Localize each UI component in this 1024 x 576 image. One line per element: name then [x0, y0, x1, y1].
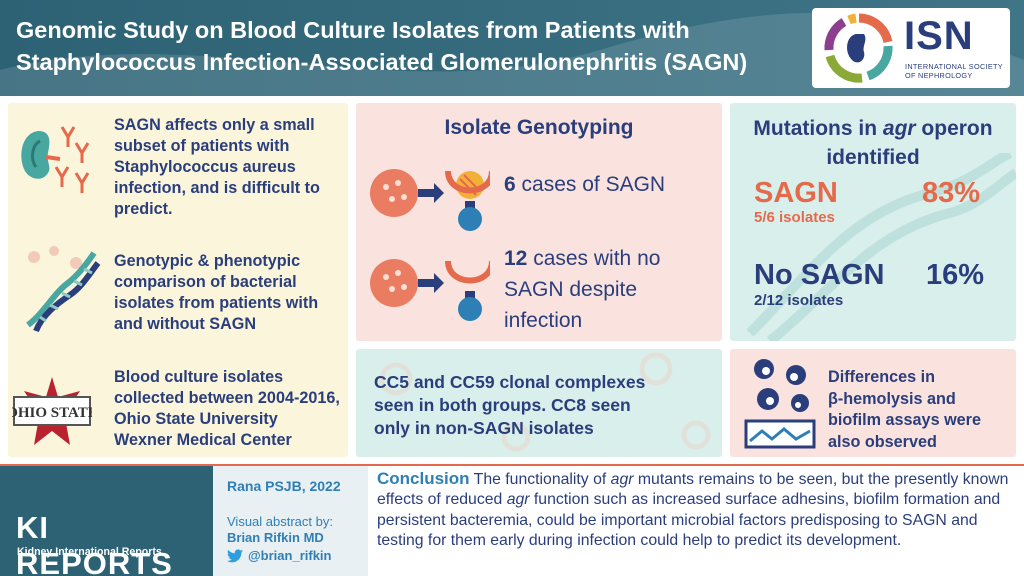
nosagn-label: No SAGN	[754, 259, 885, 291]
mutations-panel: Mutations in agr operon identified SAGN …	[730, 103, 1016, 341]
nosagn-percent: 16%	[926, 259, 985, 291]
left-text-2: Genotypic & phenotypic comparison of bac…	[114, 251, 318, 335]
sagn-isolates: 5/6 isolates	[754, 209, 835, 226]
case-sagn-rest: cases of SAGN	[515, 173, 666, 196]
footer-divider	[0, 464, 1024, 466]
ki-reports-brand: KI REPORTS Kidney International Reports	[0, 466, 213, 576]
case-nosagn-line-1-rest: cases with no	[527, 247, 661, 270]
left-text-3-line: Wexner Medical Center	[114, 431, 292, 449]
mutations-title-post: operon	[915, 117, 993, 140]
left-text-3-line: collected between 2004-2016,	[114, 389, 340, 407]
clonal-line: CC5 and CC59 clonal complexes	[374, 372, 646, 392]
isn-sub-line-2: OF NEPHROLOGY	[905, 71, 973, 80]
diff-line: also observed	[828, 432, 937, 451]
credits-box: Rana PSJB, 2022 Visual abstract by: Bria…	[213, 466, 368, 576]
conclusion-label: Conclusion	[377, 469, 470, 488]
left-text-3-line: Blood culture isolates	[114, 368, 284, 386]
dna-helix-icon	[26, 246, 101, 333]
ki-reports-title: KI REPORTS	[16, 510, 173, 576]
isn-sub-line-1: INTERNATIONAL SOCIETY	[905, 62, 1003, 71]
background-panel: SAGN affects only a small subset of pati…	[8, 103, 348, 457]
genotyping-title: Isolate Genotyping	[444, 116, 634, 139]
svg-text:OHIO STATE: OHIO STATE	[12, 405, 92, 421]
mutations-title-pre: Mutations in	[753, 117, 883, 140]
differences-panel: Differences in β-hemolysis and biofilm a…	[730, 349, 1016, 457]
conclusion-part: mutants remains to be seen, but the pres…	[377, 471, 1009, 509]
conclusion-part: The functionality of	[469, 471, 611, 488]
author-name: Brian Rifkin MD	[227, 530, 324, 545]
page-title: Genomic Study on Blood Culture Isolates …	[16, 14, 806, 78]
mutations-title-line-1: Mutations in agr operon	[730, 114, 1016, 143]
case-nosagn-count: 12	[504, 247, 528, 270]
genotyping-panel: Isolate Genotyping 6 cases of SAGN 12 ca…	[356, 103, 722, 341]
mutations-title-em: agr	[882, 117, 916, 140]
visual-abstract-by: Visual abstract by:	[227, 514, 333, 529]
left-text-3: Blood culture isolates collected between…	[114, 367, 340, 451]
diff-line: Differences in	[828, 368, 936, 386]
bacteria-receptor-icon-2	[370, 259, 490, 321]
case-nosagn-line-2: SAGN despite	[504, 278, 638, 301]
header-wave-decoration	[0, 13, 1024, 96]
diff-line: β-hemolysis and	[828, 389, 956, 408]
conclusion-part-em: agr	[506, 491, 530, 509]
left-text-1-line: subset of patients with	[114, 137, 290, 155]
reference: Rana PSJB, 2022	[227, 478, 341, 494]
case-sagn-count: 6	[504, 173, 516, 196]
case-nosagn-text: 12 cases with no SAGN despite infection	[504, 243, 660, 336]
left-text-1-line: predict.	[114, 200, 173, 218]
case-nosagn-line-3: infection	[504, 309, 583, 332]
sagn-percent: 83%	[922, 177, 981, 209]
clonal-complex-text: CC5 and CC59 clonal complexes seen in bo…	[374, 371, 714, 440]
conclusion-part: function such as increased surface adhes…	[377, 491, 1001, 550]
clonal-line: seen in both groups. CC8 seen	[374, 395, 631, 415]
isn-full-name: INTERNATIONAL SOCIETY OF NEPHROLOGY	[905, 62, 1003, 80]
gear-background-icon	[379, 352, 711, 452]
twitter-handle-text: @brian_rifkin	[248, 548, 332, 563]
nosagn-isolates: 2/12 isolates	[754, 292, 844, 309]
ohio-state-logo-icon: OHIO STATE	[12, 377, 92, 445]
sagn-label: SAGN	[754, 177, 838, 209]
case-sagn-text: 6 cases of SAGN	[504, 169, 665, 200]
title-line-2: Staphylococcus Infection-Associated Glom…	[16, 49, 748, 75]
twitter-handle[interactable]: @brian_rifkin	[227, 548, 331, 563]
left-text-1-line: infection, and is difficult to	[114, 179, 320, 197]
isn-acronym: ISN	[904, 14, 974, 58]
left-text-1-line: SAGN affects only a small	[114, 116, 315, 134]
differences-text: Differences in β-hemolysis and biofilm a…	[828, 367, 1013, 453]
twitter-bird-icon	[227, 548, 243, 562]
conclusion-text: Conclusion The functionality of agr muta…	[377, 469, 1017, 552]
ki-reports-subtitle: Kidney International Reports	[17, 546, 162, 558]
clonal-line: only in non-SAGN isolates	[374, 418, 594, 438]
mutations-title-line-2: identified	[826, 146, 920, 169]
left-text-2-line: and without SAGN	[114, 315, 257, 333]
isn-emblem-icon	[824, 13, 893, 83]
left-text-2-line: comparison of bacterial	[114, 273, 297, 291]
blood-cells-biofilm-icon	[744, 359, 816, 449]
diff-line: biofilm assays were	[828, 411, 981, 429]
isn-logo: ISN INTERNATIONAL SOCIETY OF NEPHROLOGY	[812, 8, 1010, 88]
kidney-antibody-icon	[21, 126, 90, 193]
title-line-1: Genomic Study on Blood Culture Isolates …	[16, 17, 690, 43]
dna-background-icon	[746, 153, 1016, 341]
left-text-2-line: Genotypic & phenotypic	[114, 252, 301, 270]
case-nosagn-line-1: 12 cases with no	[504, 243, 660, 274]
left-text-1-line: Staphylococcus aureus	[114, 158, 296, 176]
conclusion-part-em: agr	[610, 471, 634, 488]
bacteria-receptor-icon	[370, 169, 490, 231]
left-text-2-line: isolates from patients with	[114, 294, 319, 312]
left-text-3-line: Ohio State University	[114, 410, 278, 428]
header-banner: Genomic Study on Blood Culture Isolates …	[0, 0, 1024, 96]
left-text-1: SAGN affects only a small subset of pati…	[114, 115, 320, 220]
mutations-title: Mutations in agr operon identified	[730, 114, 1016, 172]
clonal-complex-panel: CC5 and CC59 clonal complexes seen in bo…	[356, 349, 722, 457]
